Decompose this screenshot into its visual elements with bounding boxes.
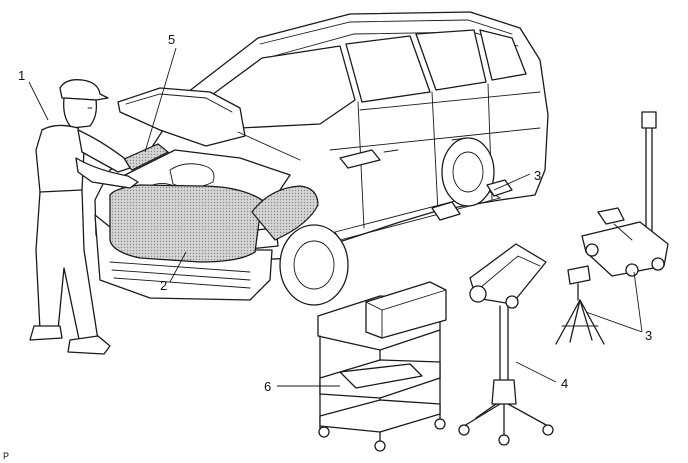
support-stand bbox=[458, 243, 554, 446]
callout-2: 2 bbox=[160, 278, 167, 293]
callout-4: 4 bbox=[561, 376, 568, 391]
callout-1: 1 bbox=[18, 68, 25, 83]
suv-vehicle bbox=[94, 11, 549, 306]
leader-lines bbox=[28, 47, 643, 387]
callout-5: 5 bbox=[168, 32, 175, 47]
grille-cover bbox=[109, 184, 263, 263]
service-cart bbox=[317, 281, 447, 452]
floor-jack bbox=[581, 111, 669, 277]
callout-3-wheel-block: 3 bbox=[534, 168, 541, 183]
fender-cover-right bbox=[251, 185, 319, 241]
callout-6: 6 bbox=[264, 379, 271, 394]
jack-stand bbox=[555, 265, 605, 345]
corner-tag: P bbox=[3, 451, 9, 461]
mechanic bbox=[29, 79, 139, 355]
callout-3-jack: 3 bbox=[645, 328, 652, 343]
